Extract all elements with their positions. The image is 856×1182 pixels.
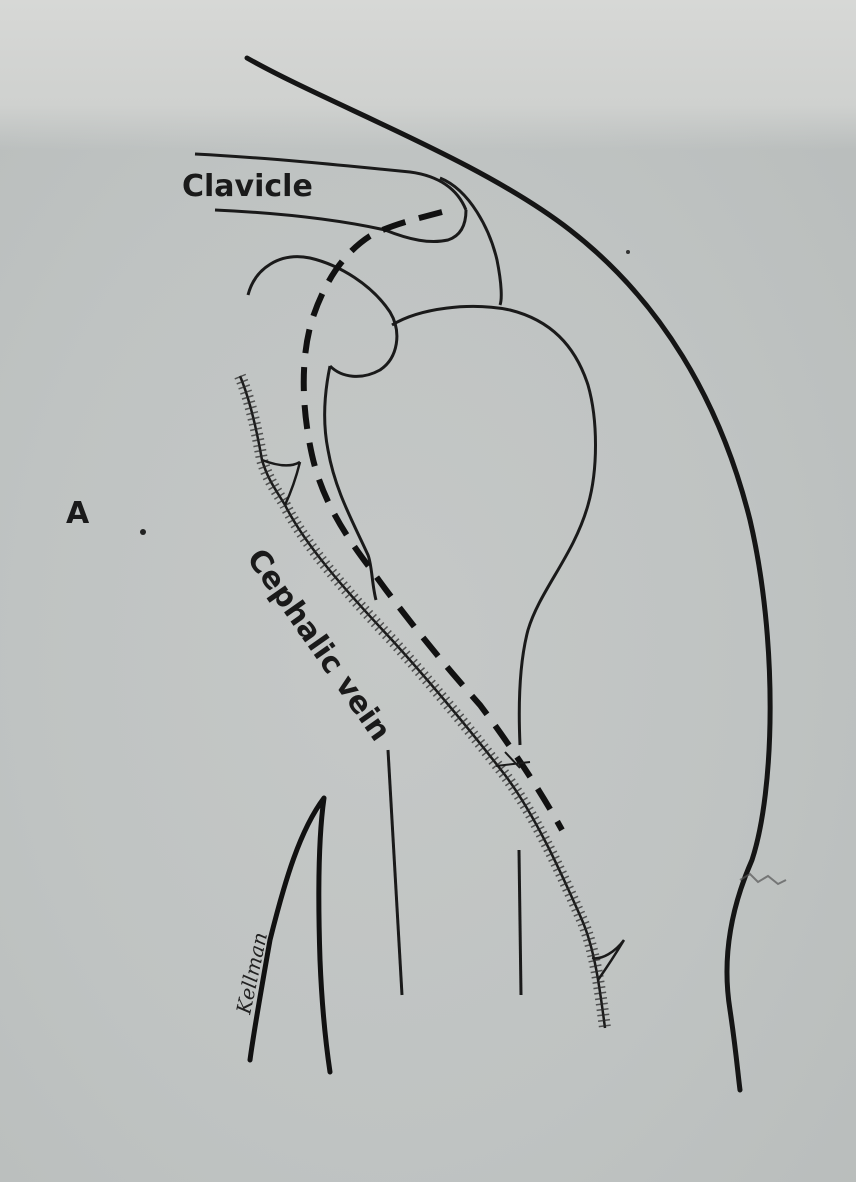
clavicle-label: Clavicle bbox=[182, 169, 313, 204]
incision-dashed-line bbox=[304, 212, 562, 830]
humerus-shaft-line bbox=[519, 850, 521, 995]
coracoid-process bbox=[248, 257, 397, 377]
cephalic-vein-hatching bbox=[240, 376, 605, 1028]
muscle-boundary-line bbox=[388, 750, 402, 995]
panel-letter: A bbox=[66, 496, 90, 531]
acromion-line bbox=[440, 178, 501, 305]
speck-mark bbox=[140, 529, 146, 535]
speck-mark bbox=[626, 250, 630, 254]
humerus-outline bbox=[392, 306, 596, 745]
cephalic-vein-edge-left bbox=[240, 376, 605, 1028]
shoulder-outline bbox=[247, 58, 770, 1090]
cephalic-vein-label: Cephalic vein bbox=[239, 543, 397, 748]
